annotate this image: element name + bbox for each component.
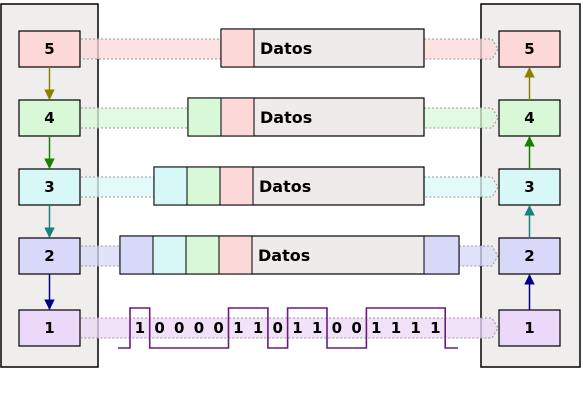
header-layer-4	[185, 235, 220, 275]
bit-signal-waveform	[118, 307, 458, 349]
bit: 1	[312, 319, 322, 337]
layer-channel	[81, 176, 155, 198]
bit: 0	[174, 319, 184, 337]
bit: 0	[213, 319, 223, 337]
bit: 0	[273, 319, 283, 337]
layer-number: 4	[44, 109, 54, 127]
bit: 0	[351, 319, 361, 337]
header-layer-3	[153, 166, 188, 206]
trailer-layer-2	[423, 235, 460, 275]
receiver-layer-4: 4	[498, 99, 561, 137]
sender-layer-1: 1	[18, 309, 81, 347]
header-layer-5	[220, 97, 255, 137]
sender-layer-5: 5	[18, 30, 81, 68]
receiver-layer-5: 5	[498, 30, 561, 68]
payload-label: Datos	[259, 177, 311, 196]
layer-channel	[424, 176, 499, 198]
bit: 0	[154, 319, 164, 337]
layer-channel	[459, 245, 499, 267]
layer-channel	[81, 317, 499, 339]
bit: 1	[410, 319, 420, 337]
receiver-layer-3: 3	[498, 168, 561, 206]
header-layer-3	[152, 235, 187, 275]
layer-number: 3	[524, 178, 534, 196]
header-layer-2	[119, 235, 154, 275]
layer-channel	[424, 38, 499, 60]
bit: 0	[194, 319, 204, 337]
bit: 1	[253, 319, 263, 337]
receiver-layer-2: 2	[498, 237, 561, 275]
bit: 1	[371, 319, 381, 337]
bit: 1	[292, 319, 302, 337]
header-layer-5	[220, 28, 255, 68]
header-layer-4	[186, 166, 221, 206]
sender-layer-2: 2	[18, 237, 81, 275]
layer-channel	[424, 107, 499, 129]
layer-number: 5	[524, 40, 534, 58]
bit: 1	[391, 319, 401, 337]
sender-layer-4: 4	[18, 99, 81, 137]
payload-label: Datos	[258, 246, 310, 265]
layer-number: 1	[44, 319, 54, 337]
payload-label: Datos	[260, 108, 312, 127]
sender-layer-3: 3	[18, 168, 81, 206]
layer-channel	[81, 245, 121, 267]
layer-number: 3	[44, 178, 54, 196]
receiver-layer-1: 1	[498, 309, 561, 347]
header-layer-5	[218, 235, 253, 275]
bit: 1	[135, 319, 145, 337]
layer-channel	[81, 38, 222, 60]
layer-number: 4	[524, 109, 534, 127]
bit: 0	[332, 319, 342, 337]
header-layer-4	[187, 97, 222, 137]
bit: 1	[430, 319, 440, 337]
header-layer-5	[219, 166, 254, 206]
payload-label: Datos	[260, 39, 312, 58]
layer-number: 2	[524, 247, 534, 265]
layer-channel	[81, 107, 189, 129]
bit: 1	[233, 319, 243, 337]
layer-number: 2	[44, 247, 54, 265]
layer-number: 1	[524, 319, 534, 337]
layer-number: 5	[44, 40, 54, 58]
